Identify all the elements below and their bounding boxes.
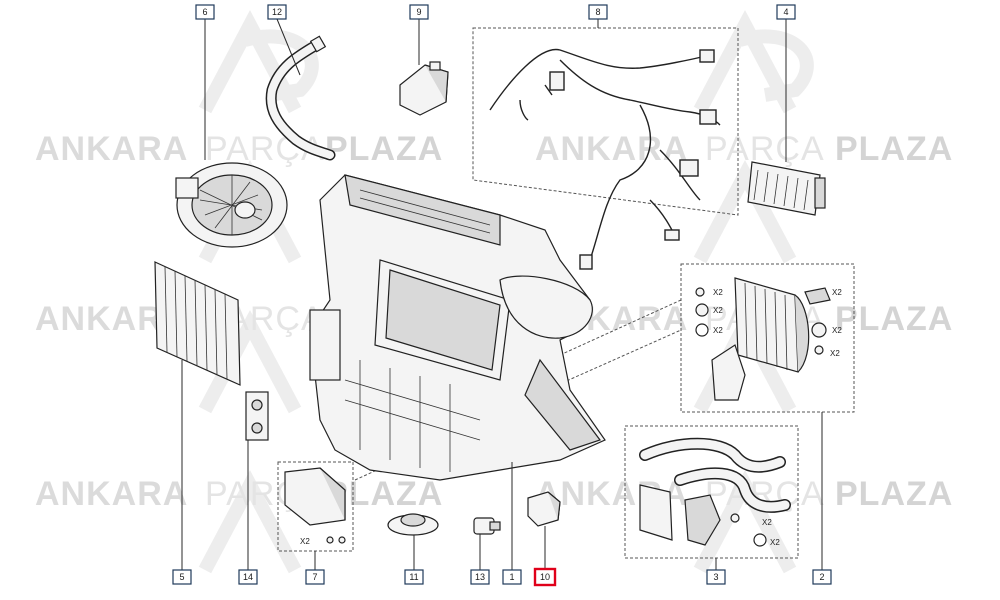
quantity-label: X2 xyxy=(300,537,310,546)
callout-label: 13 xyxy=(475,572,485,582)
hvac-housing-part xyxy=(309,174,606,481)
quantity-label: X2 xyxy=(832,326,842,335)
expansion-valve-part xyxy=(245,391,269,441)
group-frame-heater-core xyxy=(680,263,855,413)
callout-12: 12 xyxy=(267,4,287,20)
grommet-part xyxy=(387,513,439,536)
relay-part xyxy=(527,491,561,527)
quantity-label: X2 xyxy=(713,326,723,335)
blower-fan-part xyxy=(175,162,288,248)
cabin-filter-part xyxy=(154,261,241,386)
group-frame-hoses xyxy=(624,425,799,559)
watermark-word: PLAZA xyxy=(835,475,953,513)
hose-pipe-part xyxy=(265,35,336,161)
watermark-word: PARÇA xyxy=(705,130,825,168)
callout-7: 7 xyxy=(305,569,325,585)
callout-5: 5 xyxy=(172,569,192,585)
callout-label: 6 xyxy=(202,7,207,17)
callout-label: 4 xyxy=(783,7,788,17)
callout-13: 13 xyxy=(470,569,490,585)
callout-label: 7 xyxy=(312,572,317,582)
watermark-word: PLAZA xyxy=(835,130,953,168)
actuator-part xyxy=(399,61,449,116)
leader-lines xyxy=(181,18,823,570)
quantity-label: X2 xyxy=(770,538,780,547)
callout-8: 8 xyxy=(588,4,608,20)
callout-label: 8 xyxy=(595,7,600,17)
callout-label: 11 xyxy=(409,572,418,582)
callout-4: 4 xyxy=(776,4,796,20)
coolant-hoses-part: X2 X2 xyxy=(639,437,791,547)
callout-label: 1 xyxy=(509,572,514,582)
quantity-label: X2 xyxy=(762,518,772,527)
callout-label: 9 xyxy=(416,7,421,17)
watermark-word: PLAZA xyxy=(325,130,443,168)
callout-9: 9 xyxy=(409,4,429,20)
watermark-word: ANKARA xyxy=(535,130,688,168)
heater-element-part xyxy=(747,161,826,216)
heater-core-kit-part: X2 X2 X2 X2 X2 X2 xyxy=(695,277,842,401)
callout-label: 2 xyxy=(819,572,824,582)
group-frame-wiring-harness xyxy=(472,27,739,216)
callout-10-highlighted: 10 xyxy=(533,567,557,587)
callout-label: 10 xyxy=(540,572,550,582)
callout-label: 3 xyxy=(713,572,718,582)
callout-3: 3 xyxy=(706,569,726,585)
callout-2: 2 xyxy=(812,569,832,585)
callout-1: 1 xyxy=(502,569,522,585)
callout-11: 11 xyxy=(404,569,424,585)
sensor-part xyxy=(473,517,501,535)
quantity-label: X2 xyxy=(713,306,723,315)
wiring-harness-part xyxy=(489,48,721,270)
quantity-label: X2 xyxy=(832,288,842,297)
callout-label: 14 xyxy=(243,572,253,582)
callout-14: 14 xyxy=(238,569,258,585)
callout-label: 5 xyxy=(179,572,184,582)
callout-6: 6 xyxy=(195,4,215,20)
watermark-word: ANKARA xyxy=(35,130,188,168)
resistor-part: X2 xyxy=(284,467,346,546)
watermark-word: ANKARA xyxy=(35,475,188,513)
quantity-label: X2 xyxy=(830,349,840,358)
watermark-row: ANKARA PARÇA PLAZA ANKARA PARÇA PLAZA xyxy=(35,130,953,168)
watermark-word: PLAZA xyxy=(835,300,953,338)
watermark-row: ANKARA PARÇA PLAZA ANKARA PARÇA PLAZA xyxy=(35,475,953,513)
callout-label: 12 xyxy=(272,7,282,17)
quantity-label: X2 xyxy=(713,288,723,297)
